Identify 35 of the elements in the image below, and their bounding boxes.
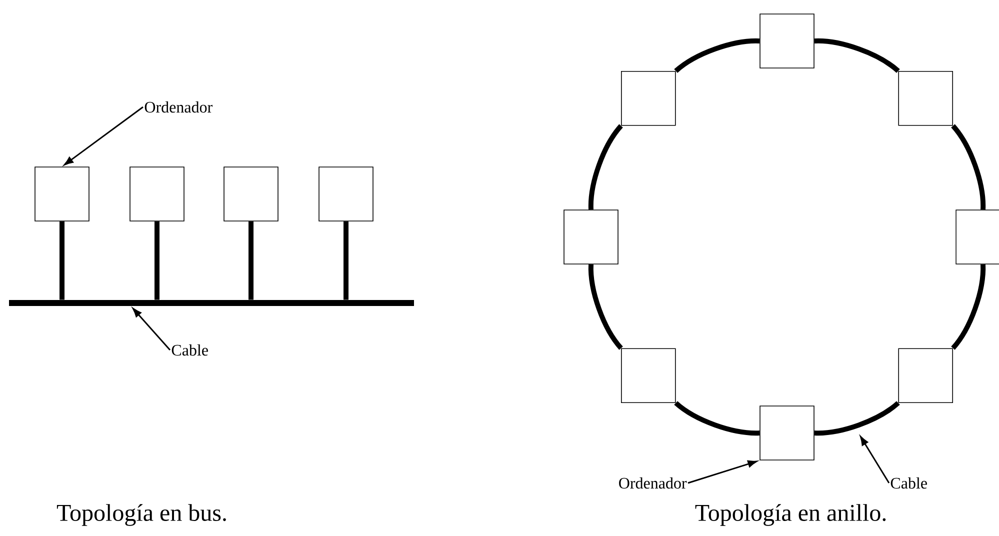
cable-arc <box>814 38 900 73</box>
cable-arc <box>814 401 900 436</box>
cable-line <box>60 221 64 300</box>
label-text: Cable <box>890 477 927 489</box>
cable-bar <box>9 300 414 306</box>
caption-text: Topología en bus. <box>56 504 226 526</box>
cable-line <box>344 221 348 300</box>
computer-box <box>34 166 90 222</box>
computer-box <box>956 210 999 264</box>
computer-box <box>621 71 676 126</box>
leader-arrow <box>64 106 144 166</box>
computer-box <box>898 71 953 126</box>
computer-box <box>564 210 618 264</box>
computer-box <box>224 166 278 222</box>
leader-arrow <box>132 308 171 350</box>
cable-arc <box>951 264 986 350</box>
cable-arc <box>674 38 760 73</box>
leader-line <box>860 436 890 484</box>
computer-box <box>760 14 814 68</box>
cable-arc <box>588 264 623 350</box>
computer-box <box>898 348 953 403</box>
leader-arrow <box>688 460 758 484</box>
cable-arc <box>674 401 760 436</box>
computer-box <box>621 348 676 403</box>
cable-line <box>248 221 254 300</box>
computer-box <box>760 406 814 460</box>
computer-box <box>130 166 184 222</box>
label-text: Ordenador <box>619 477 687 489</box>
cable-arc <box>951 124 986 210</box>
label-text: Ordenador <box>144 101 212 113</box>
label-text: Cable <box>172 344 208 356</box>
cable-arc <box>588 124 623 210</box>
caption-text: Topología en anillo. <box>695 504 886 526</box>
cable-line <box>154 221 160 300</box>
computer-box <box>318 166 374 222</box>
